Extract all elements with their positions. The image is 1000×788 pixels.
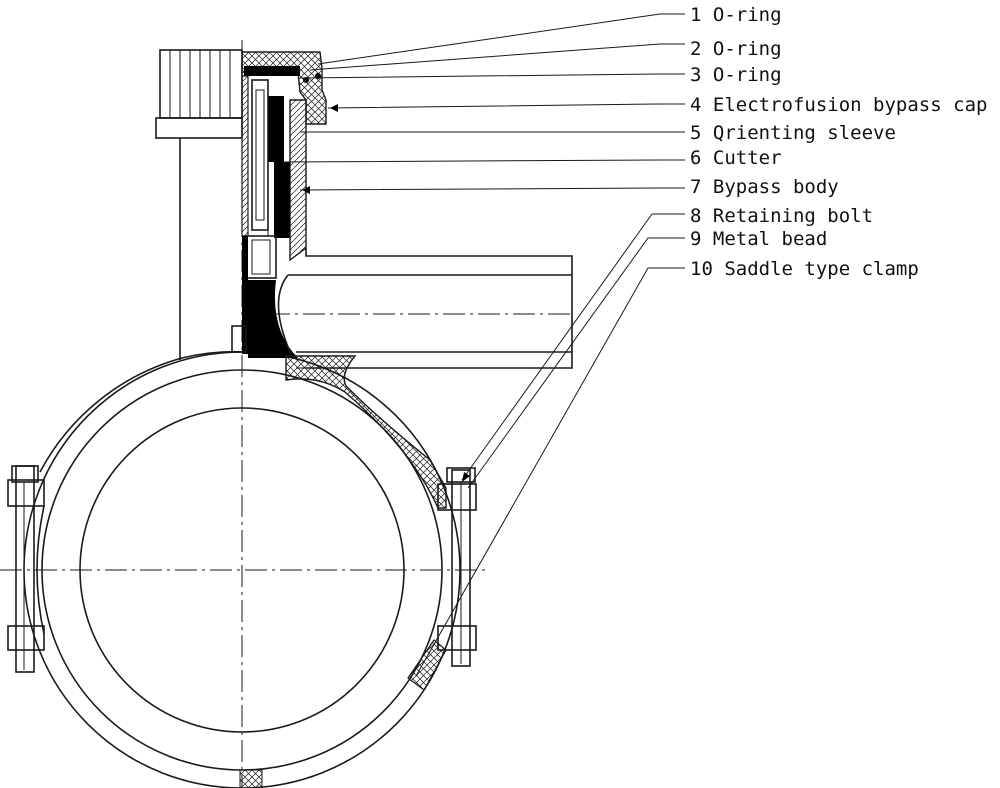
right-clamp xyxy=(407,467,477,691)
label-1: 1 O-ring xyxy=(690,4,782,26)
label-5: 5 Qrienting sleeve xyxy=(690,122,896,144)
tower-exterior xyxy=(155,49,243,360)
label-6: 6 Cutter xyxy=(690,147,782,169)
label-8: 8 Retaining bolt xyxy=(690,205,873,227)
label-3: 3 O-ring xyxy=(690,64,782,86)
label-2: 2 O-ring xyxy=(690,38,782,60)
label-10: 10 Saddle type clamp xyxy=(690,258,919,280)
label-7: 7 Bypass body xyxy=(690,176,839,198)
label-4: 4 Electrofusion bypass cap xyxy=(690,94,987,116)
left-clamp xyxy=(7,465,45,673)
leader-lines xyxy=(281,13,685,677)
part-labels: 1 O-ring 2 O-ring 3 O-ring 4 Electrofusi… xyxy=(690,4,987,280)
tower-section xyxy=(231,51,327,358)
label-9: 9 Metal bead xyxy=(690,228,827,250)
bypass-outlet xyxy=(277,248,573,509)
